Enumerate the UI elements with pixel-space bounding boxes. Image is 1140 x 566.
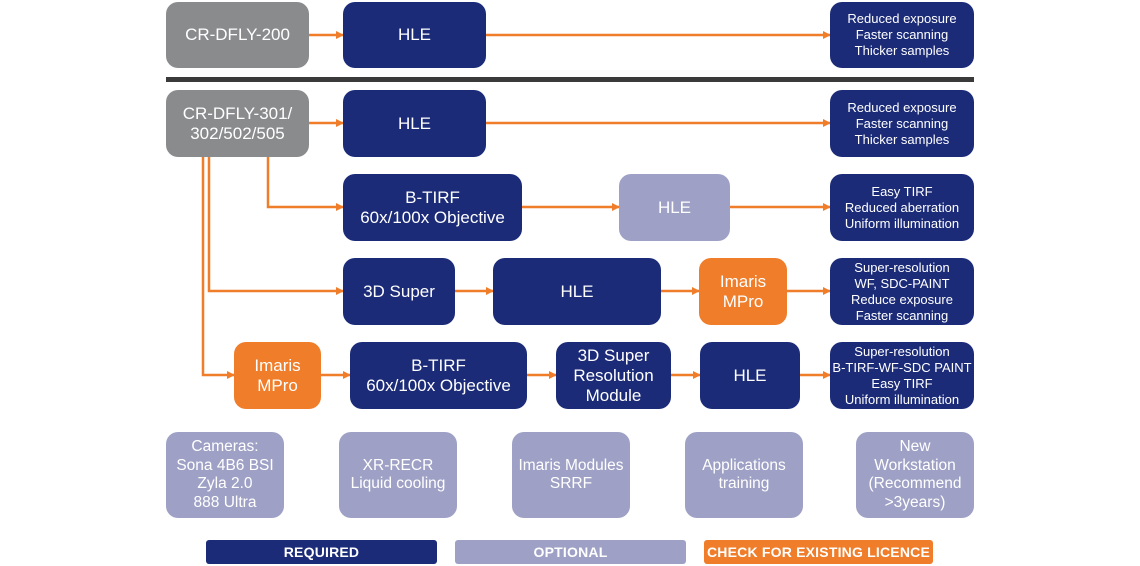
optional-applications-training: Applications training xyxy=(685,432,803,518)
connector-src-to-btirf xyxy=(266,157,344,211)
3d-super-box-row3: 3D Super xyxy=(343,258,455,325)
benefits-box-row2: Easy TIRF Reduced aberration Uniform ill… xyxy=(830,174,974,241)
section-divider xyxy=(166,77,974,82)
legend-required: REQUIRED xyxy=(206,540,437,564)
benefits-box-row3: Super-resolution WF, SDC-PAINT Reduce ex… xyxy=(830,258,974,325)
source-cr-dfly-200: CR-DFLY-200 xyxy=(166,2,309,68)
hle-box-row2-optional: HLE xyxy=(619,174,730,241)
legend-check-licence: CHECK FOR EXISTING LICENCE xyxy=(704,540,933,564)
btirf-box-row4: B-TIRF 60x/100x Objective xyxy=(350,342,527,409)
optional-cameras: Cameras: Sona 4B6 BSI Zyla 2.0 888 Ultra xyxy=(166,432,284,518)
hle-box-row3: HLE xyxy=(493,258,661,325)
connector-src-to-3dsuper xyxy=(207,157,344,295)
optional-xr-recr: XR-RECR Liquid cooling xyxy=(339,432,457,518)
3d-super-resolution-module-box-row4: 3D Super Resolution Module xyxy=(556,342,671,409)
imaris-mpro-box-row3: Imaris MPro xyxy=(699,258,787,325)
btirf-box-row2: B-TIRF 60x/100x Objective xyxy=(343,174,522,241)
hle-box-row4: HLE xyxy=(700,342,800,409)
optional-new-workstation: New Workstation (Recommend >3years) xyxy=(856,432,974,518)
hle-box-s1: HLE xyxy=(343,2,486,68)
benefits-box-s1: Reduced exposure Faster scanning Thicker… xyxy=(830,2,974,68)
source-cr-dfly-301-302-502-505: CR-DFLY-301/ 302/502/505 xyxy=(166,90,309,157)
hle-box-row1: HLE xyxy=(343,90,486,157)
benefits-box-row1: Reduced exposure Faster scanning Thicker… xyxy=(830,90,974,157)
imaris-mpro-box-row4: Imaris MPro xyxy=(234,342,321,409)
connector-src-to-imaris xyxy=(201,157,235,379)
benefits-box-row4: Super-resolution B-TIRF-WF-SDC PAINT Eas… xyxy=(830,342,974,409)
optional-imaris-modules: Imaris Modules SRRF xyxy=(512,432,630,518)
legend-optional: OPTIONAL xyxy=(455,540,686,564)
